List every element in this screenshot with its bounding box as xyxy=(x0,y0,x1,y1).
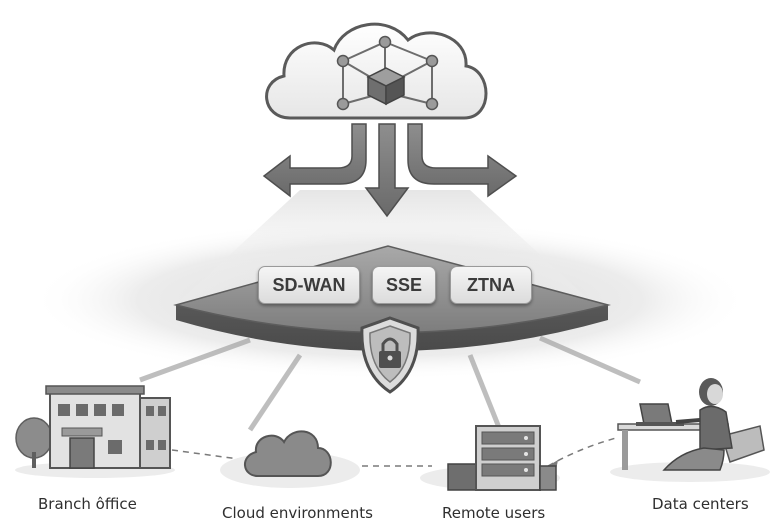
cloud-network-icon xyxy=(265,22,488,120)
remote-users-label: Remote users xyxy=(442,504,546,522)
building-icon xyxy=(15,385,175,478)
sd-wan-pill: SD-WAN xyxy=(258,266,360,304)
arrow-down-icon xyxy=(364,123,410,218)
cloud-icon xyxy=(220,430,360,488)
sse-pill: SSE xyxy=(372,266,436,304)
arrow-right-icon xyxy=(407,123,518,198)
person-laptop-icon xyxy=(610,378,770,482)
cloud-environments-label: Cloud environments xyxy=(222,504,373,522)
connection-lines xyxy=(139,335,642,432)
data-centers-label: Data centers xyxy=(652,495,749,513)
ztna-pill: ZTNA xyxy=(450,266,532,304)
server-rack-icon xyxy=(420,425,560,491)
shield-lock-icon xyxy=(360,316,420,394)
distribution-arrows xyxy=(262,123,518,218)
branch-office-label: Branch ôffice xyxy=(38,495,137,513)
arrow-left-icon xyxy=(262,123,367,198)
